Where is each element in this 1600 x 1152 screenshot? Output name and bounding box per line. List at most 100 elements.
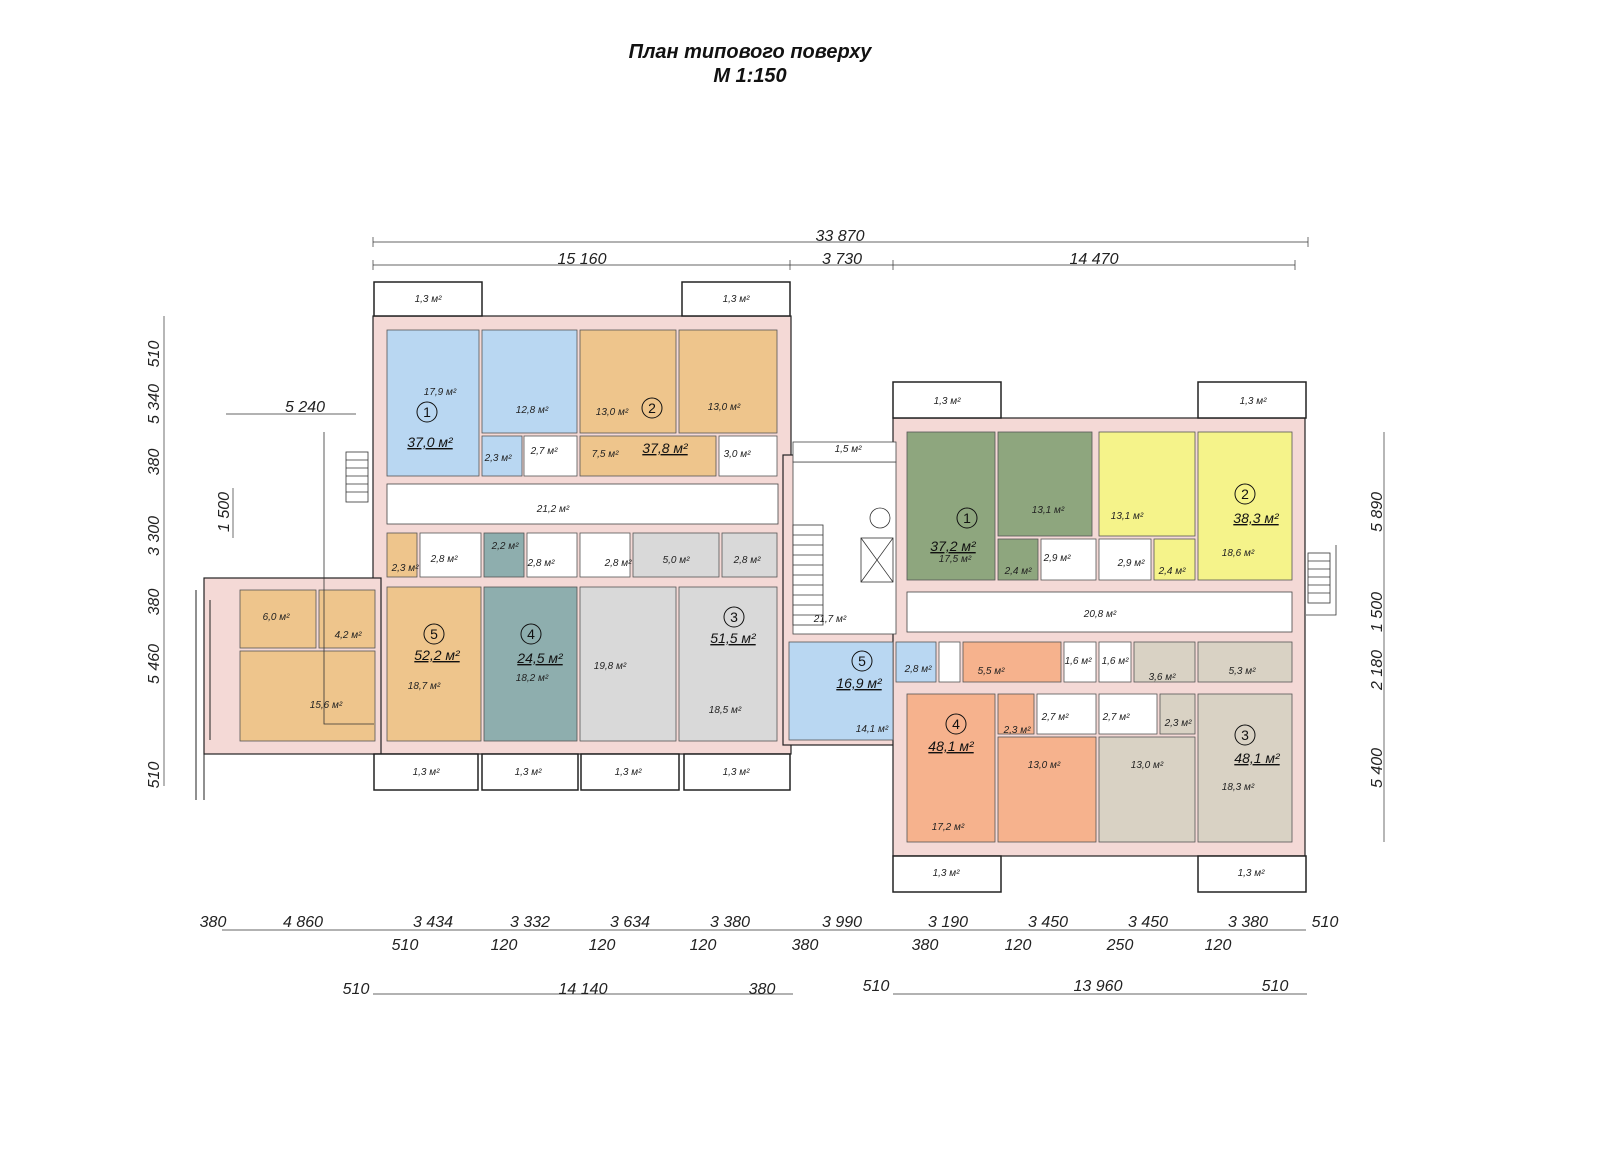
dim: 5 460: [146, 644, 163, 684]
dimension-lines: [163, 237, 1385, 995]
rooms: [239, 329, 1293, 843]
apartment-marker: 238,3 м²: [1233, 483, 1280, 526]
svg-text:24,5 м²: 24,5 м²: [516, 650, 564, 666]
svg-text:48,1 м²: 48,1 м²: [1234, 750, 1281, 766]
dim: 3 634: [610, 914, 650, 931]
room-area: 4,2 м²: [335, 630, 363, 641]
room-area: 13,0 м²: [1131, 760, 1164, 771]
svg-text:16,9 м²: 16,9 м²: [836, 675, 883, 691]
dim: 13 960: [1074, 978, 1123, 995]
svg-text:1: 1: [963, 510, 971, 526]
room-area: 5,3 м²: [1229, 666, 1257, 677]
room-area: 13,1 м²: [1111, 511, 1144, 522]
room-area: 1,3 м²: [723, 294, 751, 305]
svg-text:37,0 м²: 37,0 м²: [407, 434, 454, 450]
dim: 120: [1005, 937, 1032, 954]
title-line-2: М 1:150: [713, 65, 787, 87]
room-area: 2,3 м²: [391, 563, 420, 574]
apartment-marker: 4 48,1 м²: [928, 713, 975, 754]
dim: 380: [912, 937, 939, 954]
balconies: [373, 281, 1307, 893]
apartment-marker: 1 37,0 м²: [407, 401, 454, 450]
room-fill: [481, 435, 523, 477]
svg-text:4: 4: [952, 716, 960, 732]
room-area: 1,3 м²: [723, 767, 751, 778]
room-area: 15,6 м²: [310, 700, 343, 711]
dim: 3 380: [1228, 914, 1268, 931]
drawing-title: План типового поверху М 1:150: [600, 40, 900, 88]
room-area: 3,6 м²: [1149, 672, 1177, 683]
dim: 120: [589, 937, 616, 954]
room-area: 1,3 м²: [934, 396, 962, 407]
dim: 120: [690, 937, 717, 954]
room-area: 2,4 м²: [1004, 566, 1033, 577]
dim: 120: [1205, 937, 1232, 954]
dim: 510: [863, 978, 890, 995]
right-dims: 5 890 1 500 2 180 5 400: [1369, 492, 1386, 788]
room-area: 18,6 м²: [1222, 548, 1255, 559]
room-area: 21,2 м²: [536, 504, 570, 515]
room-area: 14,1 м²: [856, 724, 889, 735]
room-area: 2,8 м²: [604, 558, 633, 569]
room-area: 3,0 м²: [724, 449, 752, 460]
svg-text:2: 2: [648, 400, 656, 416]
room-area: 19,8 м²: [594, 661, 627, 672]
dim: 250: [1106, 937, 1134, 954]
room-area: 2,4 м²: [1158, 566, 1187, 577]
dim: 1 500: [216, 492, 233, 532]
svg-text:5: 5: [858, 653, 866, 669]
room-area: 17,2 м²: [932, 822, 965, 833]
room-area: 1,3 м²: [615, 767, 643, 778]
dim: 5 240: [285, 399, 325, 416]
left-facade: [195, 590, 211, 800]
room-area: 13,0 м²: [1028, 760, 1061, 771]
apartment-marker: 137,2 м²: [930, 507, 978, 554]
dim-top-total: 33 870: [816, 228, 865, 245]
room-area: 18,3 м²: [1222, 782, 1255, 793]
room-area: 2,8 м²: [904, 664, 933, 675]
apartment-marker: 351,5 м²: [710, 606, 757, 646]
dim: 380: [200, 914, 227, 931]
room-fill: [579, 435, 717, 477]
dim: 380: [749, 981, 776, 998]
room-area: 2,9 м²: [1117, 558, 1146, 569]
room-area: 1,3 м²: [413, 767, 441, 778]
room-area: 12,8 м²: [516, 405, 549, 416]
dim: 3 990: [822, 914, 862, 931]
room-area: 2,3 м²: [484, 453, 513, 464]
stairs: [323, 432, 1337, 725]
dim: 510: [146, 762, 163, 789]
room-fill: [678, 329, 778, 434]
svg-text:52,2 м²: 52,2 м²: [414, 647, 461, 663]
svg-text:3: 3: [1241, 727, 1249, 743]
dim: 3 450: [1128, 914, 1168, 931]
apartment-marker: 5 16,9 м²: [836, 650, 883, 691]
svg-text:4: 4: [527, 626, 535, 642]
room-area: 13,0 м²: [708, 402, 741, 413]
room-area: 5,5 м²: [978, 666, 1006, 677]
room-area: 2,7 м²: [1041, 712, 1070, 723]
svg-text:37,8 м²: 37,8 м²: [642, 440, 689, 456]
dim: 510: [1312, 914, 1339, 931]
top-dims: 33 870 15 160 3 730 14 470: [558, 228, 1119, 268]
dim: 1 500: [1369, 592, 1386, 632]
room-area: 2,8 м²: [733, 555, 762, 566]
svg-text:1: 1: [423, 404, 431, 420]
room-area: 1,6 м²: [1065, 656, 1093, 667]
dim: 380: [792, 937, 819, 954]
room-area: 18,2 м²: [516, 673, 549, 684]
room-area: 2,2 м²: [491, 541, 520, 552]
svg-text:48,1 м²: 48,1 м²: [928, 738, 975, 754]
bottom-dims-row1b: 510 120 120 120 380 380 120 250 120: [392, 937, 1232, 954]
dim: 510: [392, 937, 419, 954]
room-area: 13,1 м²: [1032, 505, 1065, 516]
room-area: 2,7 м²: [1102, 712, 1131, 723]
room-area: 2,8 м²: [527, 558, 556, 569]
dim: 3 300: [146, 516, 163, 556]
title-line-1: План типового поверху: [628, 41, 872, 63]
room-fill: [386, 329, 480, 477]
dim: 4 860: [283, 914, 323, 931]
svg-text:38,3 м²: 38,3 м²: [1233, 510, 1280, 526]
room-fill: [718, 435, 778, 477]
dim: 3 434: [413, 914, 453, 931]
